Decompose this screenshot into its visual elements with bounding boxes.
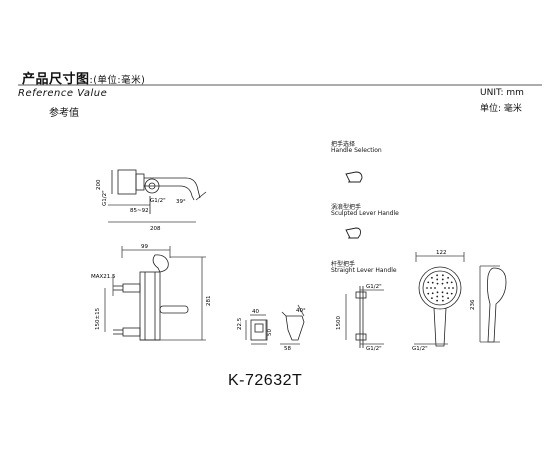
dim-spacing: 150±15: [95, 307, 101, 330]
dim-99: 99: [141, 244, 148, 250]
nozzle-dot: [436, 278, 439, 281]
nozzle-dot: [434, 287, 436, 289]
nozzle-dot: [448, 287, 450, 289]
nozzle-dot: [441, 291, 444, 294]
nozzle-dot: [436, 299, 439, 302]
dim-22-5: 22.5: [237, 317, 243, 330]
title-unit: :(单位:毫米): [89, 75, 146, 86]
dim-40: 40: [252, 309, 259, 315]
hand-shower-side: [479, 265, 507, 343]
nozzle-dot: [450, 281, 453, 284]
nozzle-dot: [436, 274, 439, 277]
nozzle-dot: [441, 282, 444, 285]
straight-lever-label-cn: 杆型把手: [331, 261, 356, 268]
unit-label-english: UNIT: mm: [480, 88, 524, 98]
nozzle-dot: [431, 292, 434, 295]
nozzle-dot: [430, 297, 433, 300]
dim-122: 122: [436, 250, 447, 256]
dim-angle-39: 39°: [176, 199, 186, 205]
sculpted-lever-label-cn: 涡浪型把手: [331, 204, 362, 211]
handle-icon-1: [345, 171, 363, 183]
dim-208: 208: [150, 226, 161, 232]
nozzle-dot: [431, 281, 434, 284]
nozzle-dot: [430, 276, 433, 279]
nozzle-dot: [447, 297, 450, 300]
nozzle-dot: [426, 287, 428, 289]
handle-selection-label-en: Handle Selection: [331, 147, 382, 154]
bracket-detail-drawing: [245, 304, 305, 345]
title-main: 产品尺寸图: [22, 72, 90, 87]
nozzle-dot: [441, 278, 444, 281]
nozzle-dot: [436, 282, 439, 285]
sculpted-lever-label-en: Sculpted Lever Handle: [331, 210, 399, 217]
nozzle-dot: [441, 299, 444, 302]
nozzle-dot: [441, 295, 444, 298]
nozzle-dot: [452, 287, 454, 289]
hand-shower-front: [414, 252, 465, 347]
dim-shower-g: G1/2": [412, 346, 428, 352]
handle-icons: [345, 171, 363, 239]
reference-label-english: Reference Value: [18, 88, 108, 99]
dim-slide-g-bottom: G1/2": [366, 346, 382, 352]
dim-200: 200: [96, 179, 102, 190]
dim-236: 236: [470, 299, 476, 310]
handle-selection-label-cn: 把手选择: [331, 141, 356, 148]
nozzle-dot: [446, 281, 449, 284]
dim-50: 50: [267, 329, 273, 336]
dim-58: 58: [284, 346, 291, 352]
dim-1500: 1500: [336, 316, 342, 330]
dim-angle-40: 40°: [296, 308, 306, 314]
dim-range: 85~92: [130, 208, 149, 214]
top-view-drawing: [108, 169, 207, 223]
dim-g-half-b: G1/2": [150, 198, 166, 204]
nozzle-dot: [447, 276, 450, 279]
nozzle-dot: [430, 287, 432, 289]
nozzle-dot: [446, 292, 449, 295]
dim-g-half-a: G1/2": [102, 190, 108, 206]
nozzle-dot: [450, 292, 453, 295]
slide-bar-drawing: [345, 286, 384, 348]
handle-icon-2: [345, 227, 361, 239]
shower-nozzles: [426, 274, 454, 302]
front-view-drawing: [104, 246, 206, 341]
nozzle-dot: [436, 295, 439, 298]
nozzle-dot: [427, 292, 430, 295]
nozzle-dot: [427, 281, 430, 284]
reference-label-chinese: 参考值: [49, 108, 79, 119]
model-number: K-72632T: [228, 372, 303, 389]
dim-slide-g-top: G1/2": [366, 284, 382, 290]
unit-label-chinese: 单位: 毫米: [480, 104, 522, 114]
straight-lever-label-en: Straight Lever Handle: [331, 267, 397, 274]
dim-281: 281: [206, 296, 212, 307]
dim-max: MAX21.5: [91, 274, 116, 280]
nozzle-dot: [444, 287, 446, 289]
page-title: 产品尺寸图:(单位:毫米): [22, 68, 145, 87]
nozzle-dot: [441, 274, 444, 277]
nozzle-dot: [436, 291, 439, 294]
